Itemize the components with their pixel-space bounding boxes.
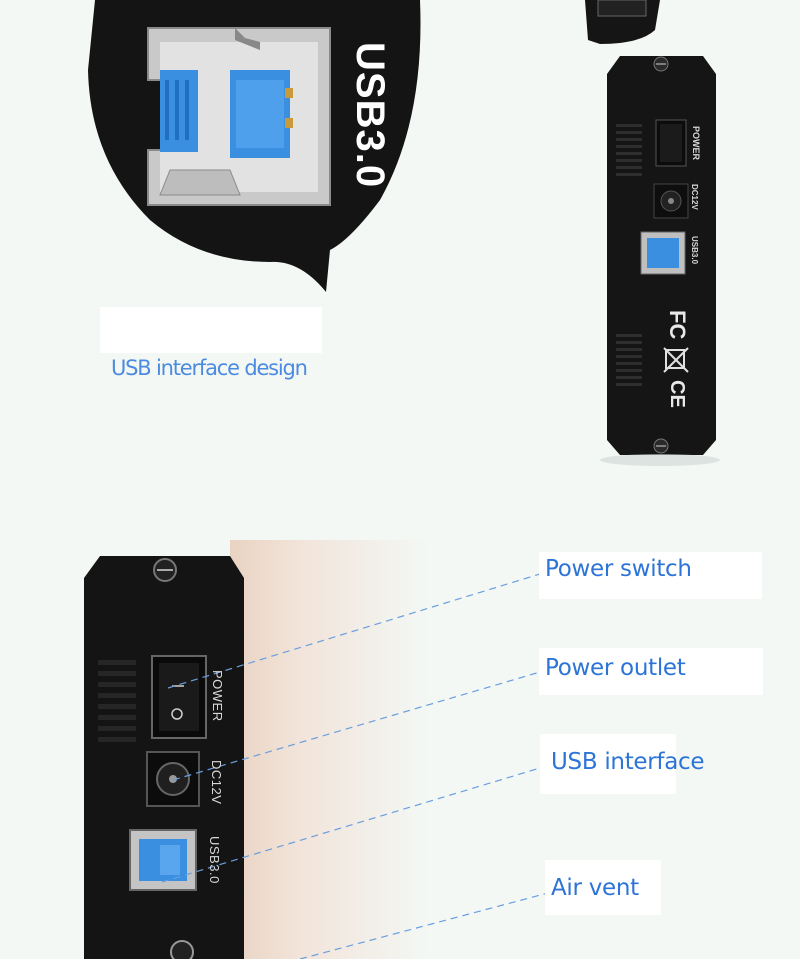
device-top-ce-text: CE: [666, 380, 688, 408]
device-main-usb-label: USB3.0: [207, 836, 222, 884]
usb-design-caption: USB interface design: [111, 356, 308, 380]
callout-box-power-switch: [539, 552, 762, 599]
device-main-dc-jack: [146, 751, 200, 807]
device-top-power-label: POWER: [691, 126, 701, 161]
callout-air-vent: Air vent: [551, 875, 639, 901]
device-top-fc-text: FC: [665, 310, 690, 340]
device-top-weee-icon: [663, 347, 689, 373]
leader-power-outlet: [172, 671, 541, 781]
device-top-usb-label: USB3.0: [690, 236, 699, 265]
callout-power-outlet: Power outlet: [545, 655, 686, 681]
leader-power-switch: [167, 573, 541, 689]
device-main-power-label: POWER: [210, 670, 225, 722]
zoom-usb-label: USB3.0: [348, 42, 392, 189]
device-top-vent-upper: [616, 124, 642, 176]
callout-box-usb-interface: [540, 734, 676, 794]
callout-box-air-vent: [545, 860, 661, 915]
leader-air-vent: [299, 892, 549, 959]
callout-power-switch: Power switch: [545, 556, 692, 582]
device-top-dc-label: DC12V: [690, 184, 699, 210]
caption-highlight-box: [100, 307, 322, 353]
device-main-dc-label: DC12V: [209, 760, 224, 805]
device-main-air-vent: [98, 660, 136, 742]
callout-usb-interface: USB interface: [551, 749, 705, 775]
callout-leader-lines: [161, 573, 549, 959]
leader-usb-interface: [161, 767, 541, 883]
callout-box-power-outlet: [539, 648, 763, 695]
device-top-vent-lower: [616, 334, 642, 386]
